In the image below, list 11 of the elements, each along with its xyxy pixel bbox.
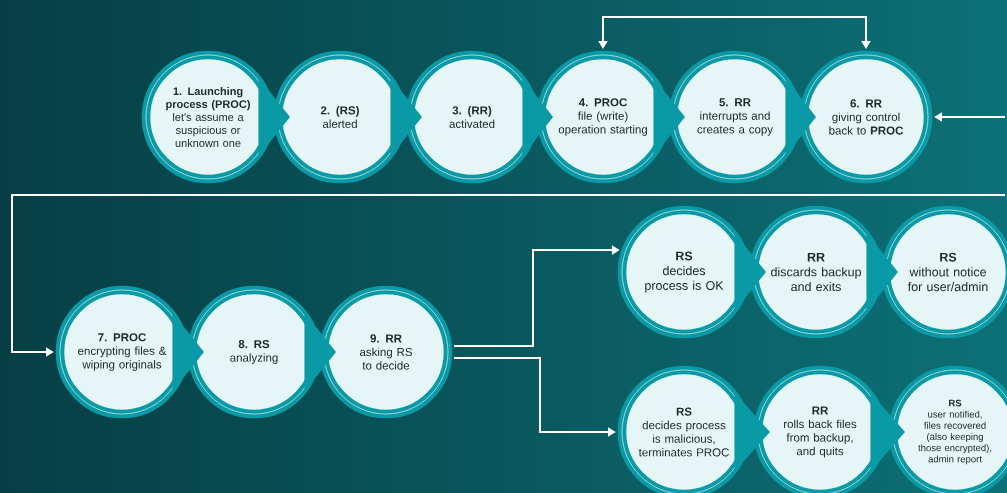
pointer-arrow — [172, 312, 204, 392]
pointer-arrow — [653, 77, 685, 157]
pointer-arrow — [258, 77, 290, 157]
pointer-arrow — [870, 392, 905, 472]
pointer-arrow — [866, 232, 898, 312]
pointer-arrow — [785, 77, 816, 157]
pointer-arrow — [390, 77, 422, 157]
pointer-arrow — [304, 312, 336, 392]
pointer-arrow — [522, 77, 553, 157]
pointer-arrow — [734, 232, 766, 312]
pointer-arrow — [734, 392, 770, 472]
